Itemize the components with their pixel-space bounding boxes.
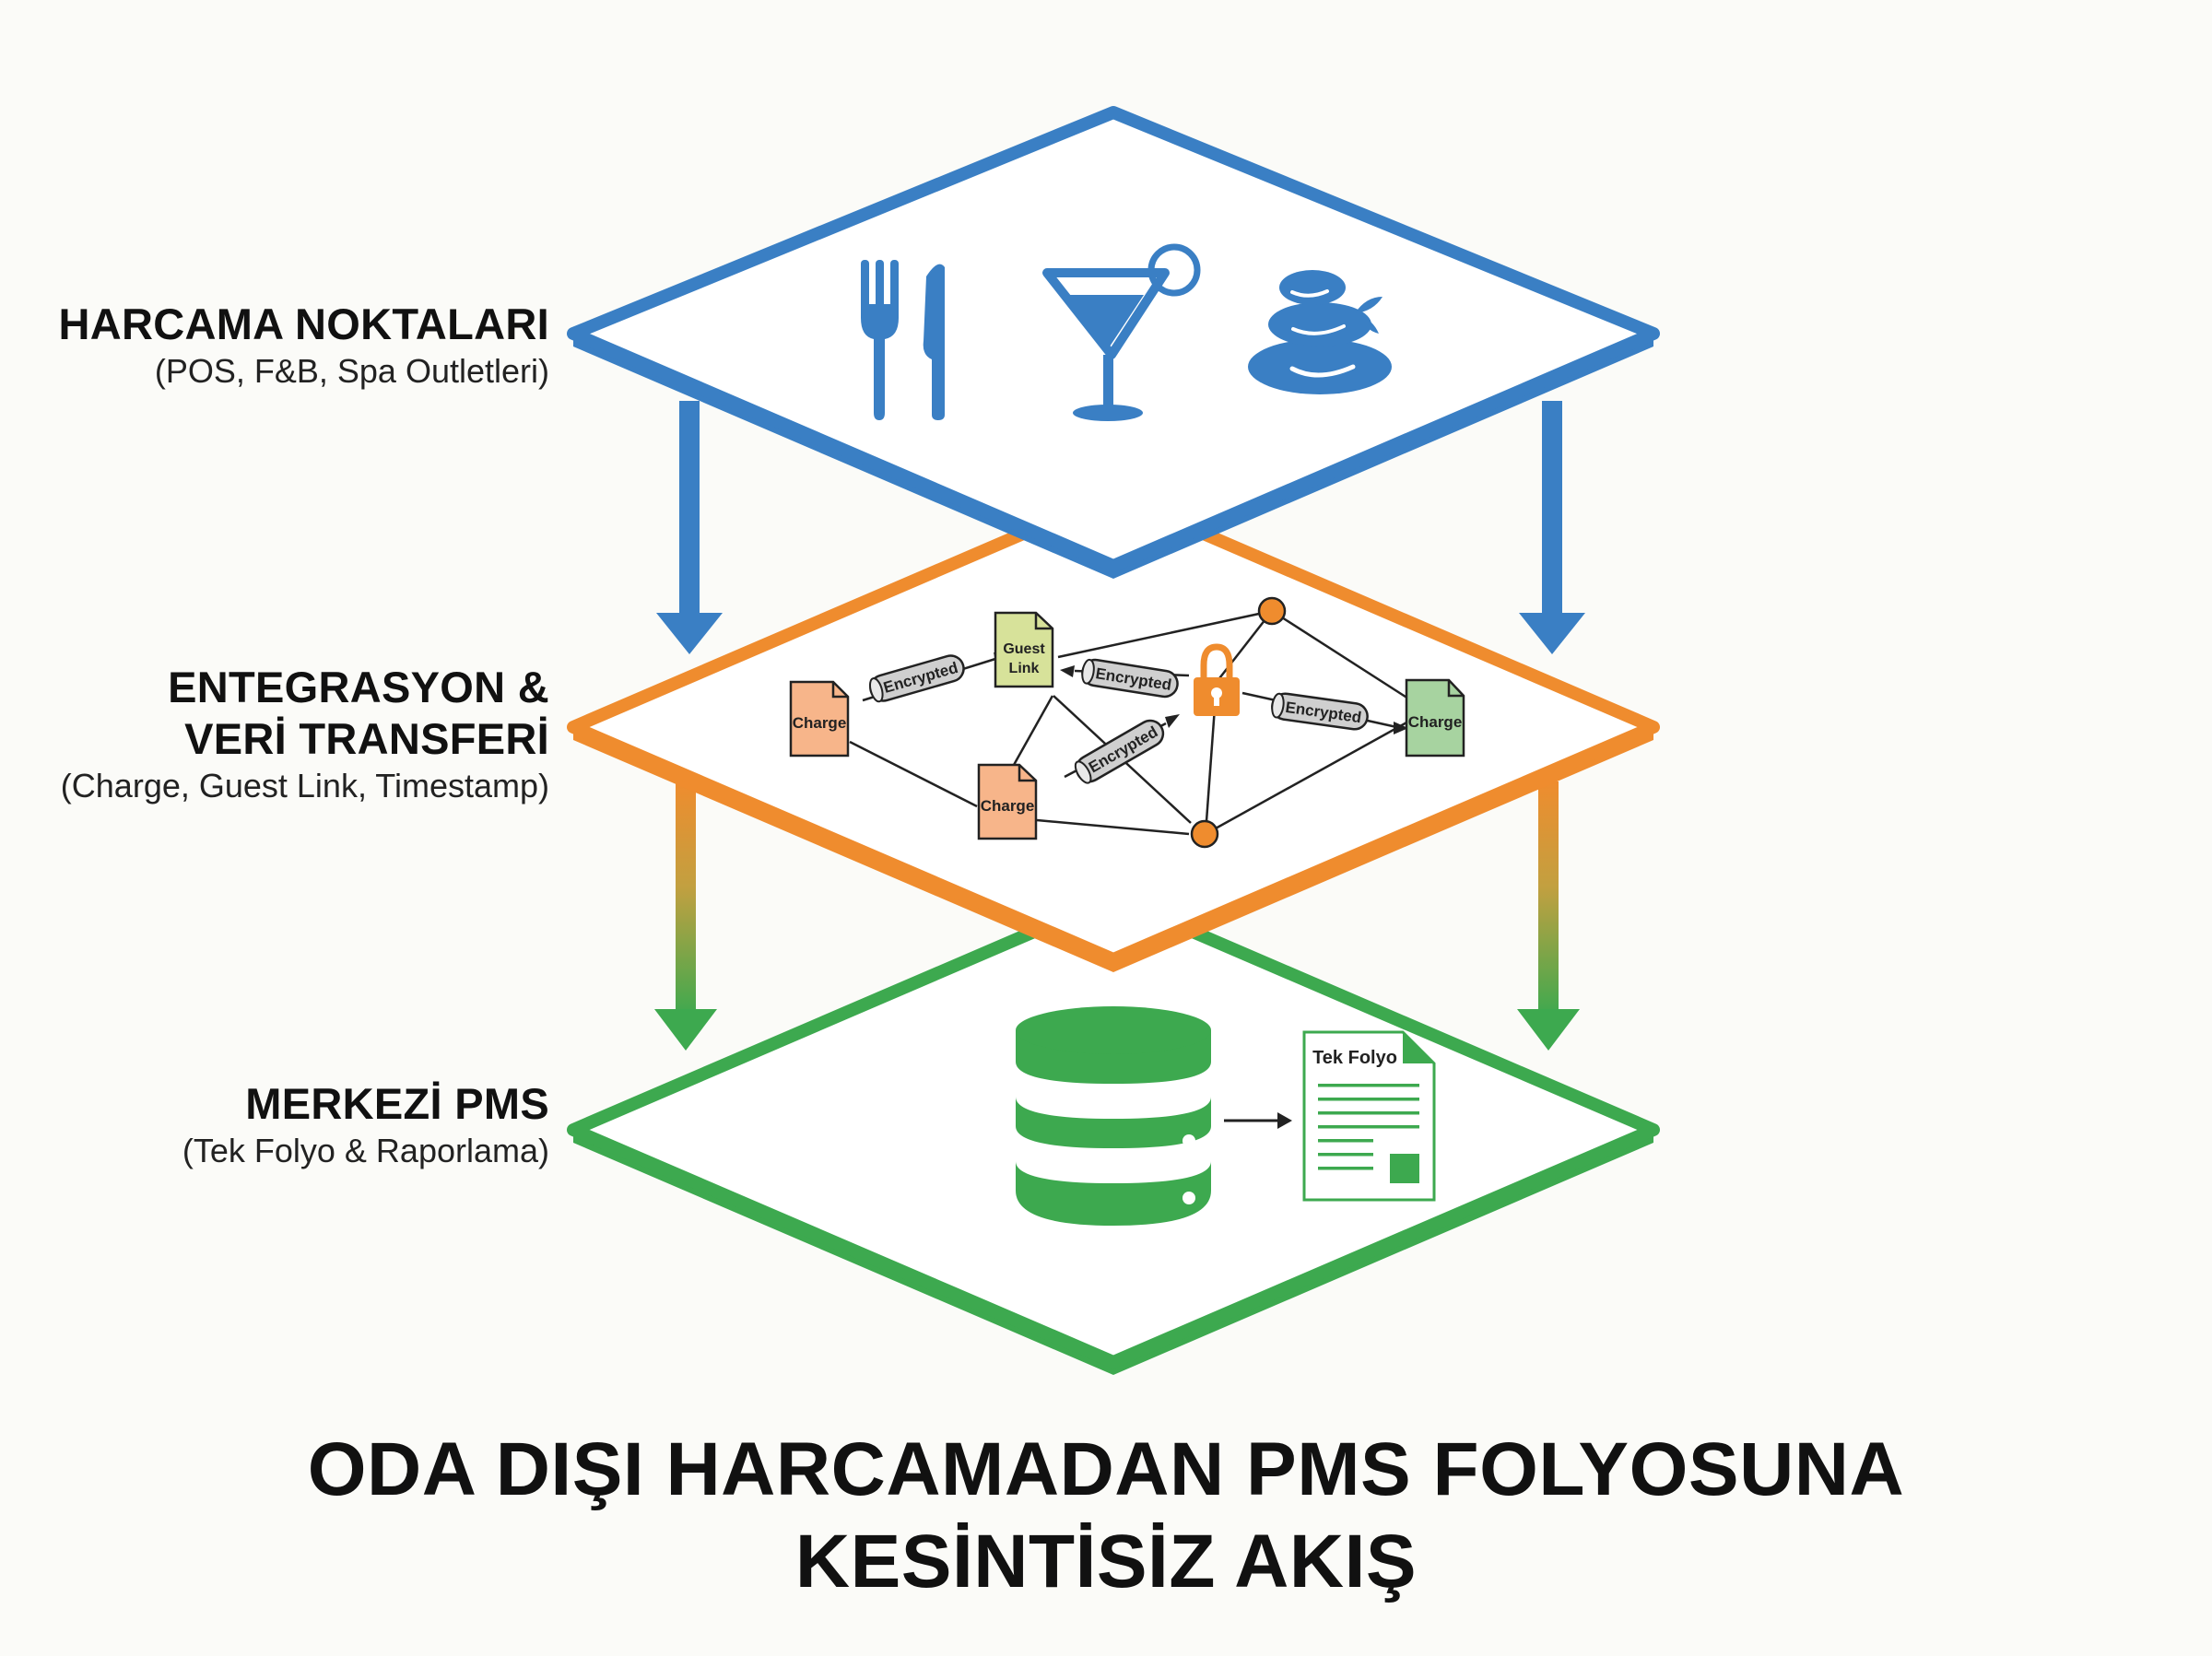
folio-label: Tek Folyo xyxy=(1312,1048,1397,1068)
charge-label: Charge xyxy=(793,714,847,732)
integration-layer xyxy=(567,488,1660,972)
guest-link-label-line1: Guest xyxy=(1003,641,1045,657)
pms-layer-title: MERKEZİ PMS xyxy=(245,1079,549,1128)
spending-layer-label: HARCAMA NOKTALARI (POS, F&B, Spa Outletl… xyxy=(59,299,549,393)
charge-label: Charge xyxy=(1408,713,1463,731)
lock-icon xyxy=(1194,643,1240,716)
charge-document: Charge xyxy=(977,763,1038,840)
cocktail-icon xyxy=(1042,243,1201,421)
integration-layer-title-line2: VERİ TRANSFERİ xyxy=(184,714,549,763)
integration-layer-label: ENTEGRASYON & VERİ TRANSFERİ (Charge, Gu… xyxy=(61,662,549,807)
spa-stones-icon xyxy=(1248,270,1392,394)
network-node xyxy=(1257,596,1287,626)
pms-layer-label: MERKEZİ PMS (Tek Folyo & Raporlama) xyxy=(182,1078,549,1172)
integration-layer-title-line1: ENTEGRASYON & xyxy=(168,663,549,711)
spending-layer-title: HARCAMA NOKTALARI xyxy=(58,299,549,348)
integration-layer-subtitle: (Charge, Guest Link, Timestamp) xyxy=(60,767,549,805)
charge-label: Charge xyxy=(981,797,1035,815)
middle-to-bottom-arrows xyxy=(654,781,1580,1051)
database-icon xyxy=(1016,1006,1211,1226)
network-node xyxy=(1190,819,1219,849)
knife-icon xyxy=(923,264,945,420)
charge-document: Charge xyxy=(789,680,850,758)
pms-layer-subtitle: (Tek Folyo & Raporlama) xyxy=(182,1132,549,1169)
main-title-line2: KESİNTİSİZ AKIŞ xyxy=(794,1520,1418,1603)
main-title: ODA DIŞI HARCAMADAN PMS FOLYOSUNA KESİNT… xyxy=(0,1424,2212,1608)
db-to-folio-arrowhead xyxy=(1277,1112,1292,1129)
guest-link-document: Guest Link xyxy=(994,611,1054,688)
charge-document: Charge xyxy=(1405,678,1465,758)
document-icon: Tek Folyo xyxy=(1302,1030,1436,1202)
main-title-line1: ODA DIŞI HARCAMADAN PMS FOLYOSUNA xyxy=(307,1427,1905,1511)
guest-link-label-line2: Link xyxy=(1009,661,1040,676)
top-to-middle-arrows xyxy=(656,401,1585,654)
fork-icon xyxy=(861,260,899,420)
encrypted-capsule: Encrypted xyxy=(1271,692,1369,731)
spending-layer-subtitle: (POS, F&B, Spa Outletleri) xyxy=(154,352,549,390)
